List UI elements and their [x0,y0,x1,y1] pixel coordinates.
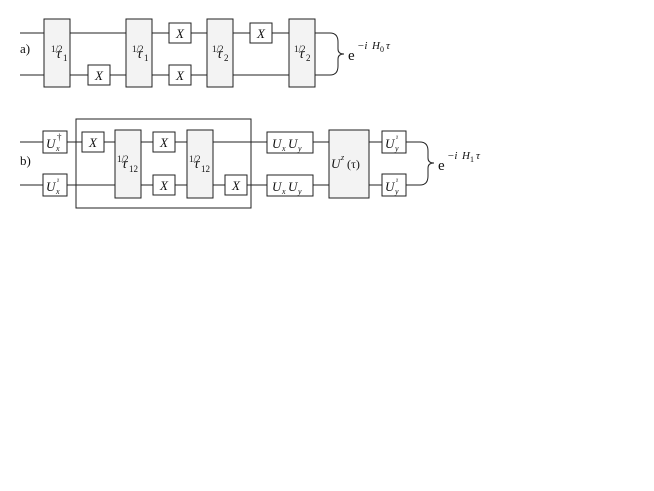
svg-text:U: U [272,179,283,194]
svg-text:y: y [297,144,302,153]
svg-text:τ: τ [56,47,62,62]
svg-text:U: U [288,136,299,151]
svg-text:U: U [46,136,57,151]
svg-text:U: U [385,136,396,151]
svg-text:H: H [371,40,381,52]
svg-text:X: X [159,178,169,193]
circuit-b-label: b) [20,153,31,168]
svg-text:12: 12 [129,164,138,174]
gate-half-tau-2-b: 1/2 τ 2 [288,18,316,88]
gate-half-tau-1-b: 1/2 τ 1 [125,18,153,88]
svg-text:1: 1 [470,155,474,164]
gate-uz-tau: U z (τ) [328,129,370,199]
svg-text:x: x [281,187,286,196]
svg-text:1: 1 [144,53,149,63]
svg-text:1/2: 1/2 [51,44,63,54]
svg-text:0: 0 [380,45,384,54]
gate-half-tau-12-b: 1/2 τ 12 [186,129,214,199]
svg-text:τ: τ [386,40,391,52]
svg-text:e: e [438,158,445,174]
svg-text:x: x [55,187,60,196]
gate-uy-top: U y ᵡ [381,130,407,154]
svg-text:x: x [55,144,60,153]
gate-uxuy-bottom: U x U y [266,174,314,197]
svg-text:ᵡ: ᵡ [396,133,399,142]
x-gate-b-top-1: X [81,131,105,153]
result-exponential-b: e −i H 1 τ [438,150,481,174]
decoupling-block-frame [75,118,252,209]
svg-text:X: X [175,68,185,83]
x-gate-b-top-2: X [152,131,176,153]
svg-text:y: y [394,187,399,196]
svg-text:X: X [88,135,98,150]
x-gate-a-bottom-2: X [168,64,192,86]
svg-text:U: U [331,156,342,171]
svg-text:X: X [175,26,185,41]
x-gate-b-bottom-2: X [224,174,248,196]
x-gate-a-top-2: X [249,22,273,44]
circuit-b: b) U x † U x ᵡ X 1/2 τ [20,118,481,209]
circuit-a: a) 1/2 τ 1 X 1/2 τ 1 X [20,18,391,88]
svg-text:z: z [340,153,345,162]
brace-a [329,32,345,76]
gate-half-tau-12-a: 1/2 τ 12 [114,129,142,199]
x-gate-b-bottom-1: X [152,174,176,196]
gate-half-tau-2-a: 1/2 τ 2 [206,18,234,88]
svg-text:y: y [297,187,302,196]
svg-text:X: X [231,178,241,193]
svg-text:y: y [394,144,399,153]
svg-text:τ: τ [194,157,200,172]
svg-text:τ: τ [476,150,481,162]
svg-text:†: † [57,132,62,142]
svg-text:2: 2 [224,53,229,63]
svg-text:U: U [46,179,57,194]
x-gate-a-bottom-1: X [87,64,111,86]
svg-text:e: e [348,48,355,64]
svg-text:X: X [159,135,169,150]
gate-ux-dagger: U x † [42,130,68,154]
gate-ux: U x ᵡ [42,173,68,197]
svg-text:τ: τ [299,47,305,62]
svg-text:U: U [288,179,299,194]
gate-uxuy-top: U x U y [266,131,314,154]
x-gate-a-top-1: X [168,22,192,44]
svg-text:1/2: 1/2 [189,154,201,164]
brace-b [419,141,435,186]
svg-text:(τ): (τ) [347,157,360,171]
svg-text:X: X [256,26,266,41]
svg-text:1/2: 1/2 [117,154,129,164]
svg-text:12: 12 [201,164,210,174]
circuit-a-label: a) [20,41,30,56]
result-exponential-a: e −i H 0 τ [348,40,391,64]
svg-text:1/2: 1/2 [132,44,144,54]
svg-text:τ: τ [122,157,128,172]
svg-text:−i: −i [357,40,367,52]
gate-half-tau-1-a: 1/2 τ 1 [43,18,71,88]
svg-text:τ: τ [137,47,143,62]
svg-text:H: H [461,150,471,162]
svg-text:U: U [272,136,283,151]
svg-text:X: X [94,68,104,83]
svg-text:U: U [385,179,396,194]
svg-text:x: x [281,144,286,153]
svg-text:ᵡ: ᵡ [57,176,60,185]
svg-text:2: 2 [306,53,311,63]
svg-text:−i: −i [447,150,457,162]
svg-text:1/2: 1/2 [294,44,306,54]
gate-uy-bottom: U y ᵡ [381,173,407,197]
svg-text:ᵡ: ᵡ [396,176,399,185]
svg-text:1: 1 [63,53,68,63]
svg-text:1/2: 1/2 [212,44,224,54]
svg-text:τ: τ [217,47,223,62]
